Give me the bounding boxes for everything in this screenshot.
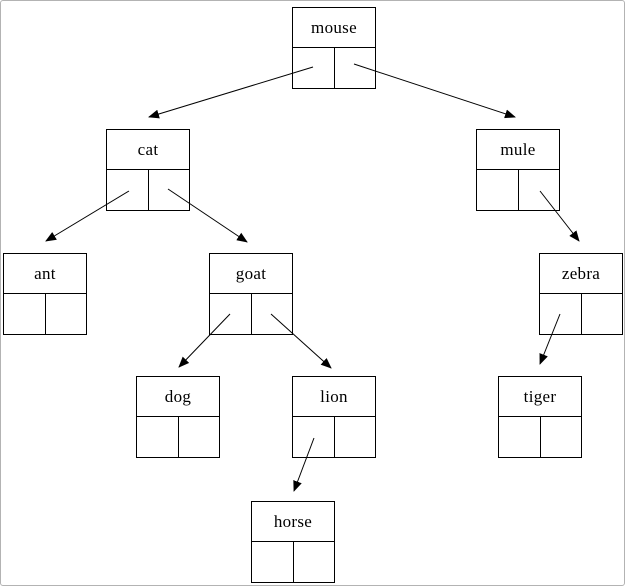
right-pointer-cell	[179, 417, 220, 457]
tree-node-tiger: tiger	[498, 376, 582, 458]
right-pointer-cell	[519, 170, 560, 210]
node-pointers-mouse	[293, 48, 375, 88]
tree-node-mouse: mouse	[292, 7, 376, 89]
right-pointer-cell	[582, 294, 623, 334]
left-pointer-cell	[499, 417, 541, 457]
right-pointer-cell	[335, 48, 376, 88]
right-pointer-cell	[294, 542, 335, 582]
node-pointers-goat	[210, 294, 292, 334]
right-pointer-cell	[252, 294, 293, 334]
node-pointers-dog	[137, 417, 219, 457]
tree-node-cat: cat	[106, 129, 190, 211]
left-pointer-cell	[107, 170, 149, 210]
left-pointer-cell	[252, 542, 294, 582]
left-pointer-cell	[477, 170, 519, 210]
tree-node-dog: dog	[136, 376, 220, 458]
node-pointers-zebra	[540, 294, 622, 334]
left-pointer-cell	[137, 417, 179, 457]
node-label-cat: cat	[107, 130, 189, 170]
tree-node-lion: lion	[292, 376, 376, 458]
node-pointers-ant	[4, 294, 86, 334]
right-pointer-cell	[46, 294, 87, 334]
node-label-tiger: tiger	[499, 377, 581, 417]
tree-node-zebra: zebra	[539, 253, 623, 335]
right-pointer-cell	[149, 170, 190, 210]
node-pointers-lion	[293, 417, 375, 457]
left-pointer-cell	[210, 294, 252, 334]
node-label-zebra: zebra	[540, 254, 622, 294]
right-pointer-cell	[541, 417, 582, 457]
edge-mouse-right-mule	[353, 63, 516, 119]
tree-node-ant: ant	[3, 253, 87, 335]
node-label-dog: dog	[137, 377, 219, 417]
tree-node-mule: mule	[476, 129, 560, 211]
left-pointer-cell	[293, 417, 335, 457]
node-label-lion: lion	[293, 377, 375, 417]
right-pointer-cell	[335, 417, 376, 457]
left-pointer-cell	[293, 48, 335, 88]
left-pointer-cell	[4, 294, 46, 334]
node-pointers-tiger	[499, 417, 581, 457]
node-label-goat: goat	[210, 254, 292, 294]
node-pointers-cat	[107, 170, 189, 210]
node-label-mouse: mouse	[293, 8, 375, 48]
edge-mouse-left-cat	[148, 66, 314, 119]
node-pointers-horse	[252, 542, 334, 582]
left-pointer-cell	[540, 294, 582, 334]
node-label-mule: mule	[477, 130, 559, 170]
tree-node-goat: goat	[209, 253, 293, 335]
node-label-ant: ant	[4, 254, 86, 294]
node-label-horse: horse	[252, 502, 334, 542]
node-pointers-mule	[477, 170, 559, 210]
tree-node-horse: horse	[251, 501, 335, 583]
